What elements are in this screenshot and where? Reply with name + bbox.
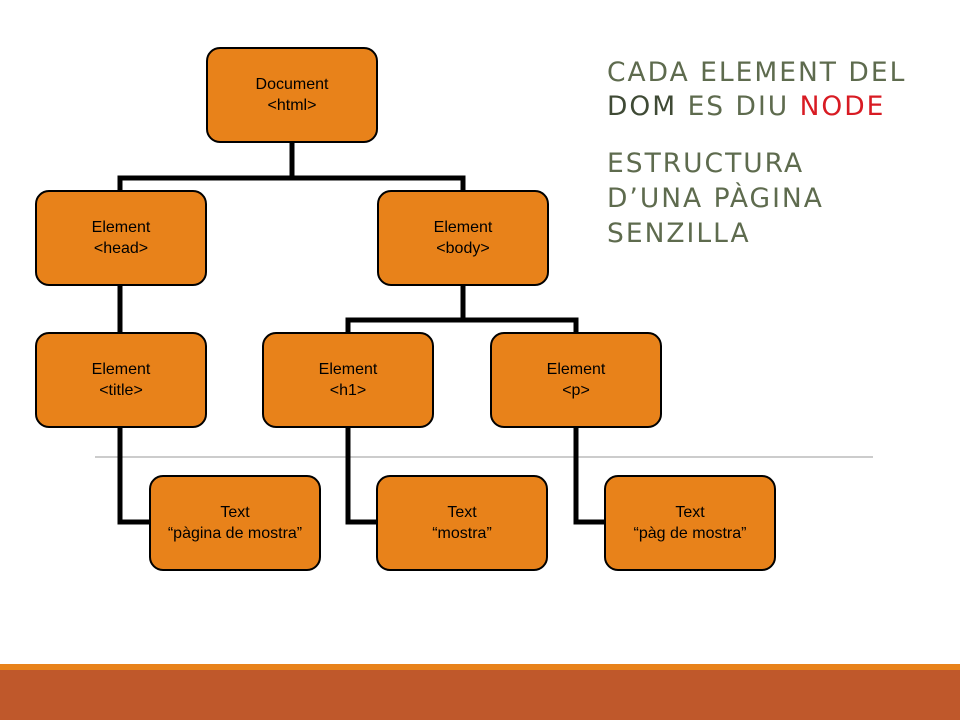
text-node-p-value: “pàg de mostra” (633, 525, 747, 542)
body-node: Element <body> (377, 190, 549, 286)
subtitle-line-3: SENZILLA (607, 218, 751, 249)
footer-accent-stripe (0, 664, 960, 670)
text-node-h1: Text “mostra” (376, 475, 548, 571)
text-node-h1-value: “mostra” (432, 525, 492, 542)
head-node-type: Element (91, 219, 151, 236)
text-node-h1-type: Text (447, 504, 477, 521)
text-node-p-type: Text (675, 504, 705, 521)
body-node-tag: <body> (436, 240, 490, 257)
slide-subtitle: ESTRUCTURA D’UNA PÀGINA SENZILLA (607, 146, 957, 251)
body-node-type: Element (433, 219, 493, 236)
head-node: Element <head> (35, 190, 207, 286)
text-node-p: Text “pàg de mostra” (604, 475, 776, 571)
text-node-title-value: “pàgina de mostra” (167, 525, 303, 542)
connector-h1-text (345, 425, 380, 525)
title-node-tag: <title> (99, 382, 143, 399)
text-node-title-type: Text (220, 504, 250, 521)
title-node-type: Element (91, 361, 151, 378)
slide-title-connector: ES DIU (677, 91, 800, 122)
connector-body-children (345, 283, 579, 335)
node-keyword: NODE (799, 91, 886, 122)
connector-title-text (117, 425, 153, 525)
connector-p-text (573, 425, 608, 525)
p-node-type: Element (546, 361, 606, 378)
connector-document-children (117, 140, 466, 193)
head-node-tag: <head> (93, 240, 149, 257)
document-node-type: Document (255, 76, 329, 93)
slide-title-line2: DOM ES DIU NODE (607, 90, 957, 124)
slide-title: CADA ELEMENT DEL DOM ES DIU NODE (607, 56, 957, 124)
document-node: Document <html> (206, 47, 378, 143)
subtitle-line-1: ESTRUCTURA (607, 148, 805, 179)
p-node-tag: <p> (562, 382, 590, 399)
title-node: Element <title> (35, 332, 207, 428)
dom-keyword: DOM (607, 91, 678, 122)
p-node: Element <p> (490, 332, 662, 428)
slide-title-line1: CADA ELEMENT DEL (607, 57, 907, 88)
document-node-tag: <html> (267, 97, 317, 114)
h1-node-tag: <h1> (329, 382, 367, 399)
footer-bar (0, 670, 960, 720)
subtitle-line-2: D’UNA PÀGINA (607, 183, 824, 214)
h1-node-type: Element (318, 361, 378, 378)
h1-node: Element <h1> (262, 332, 434, 428)
text-node-title: Text “pàgina de mostra” (149, 475, 321, 571)
